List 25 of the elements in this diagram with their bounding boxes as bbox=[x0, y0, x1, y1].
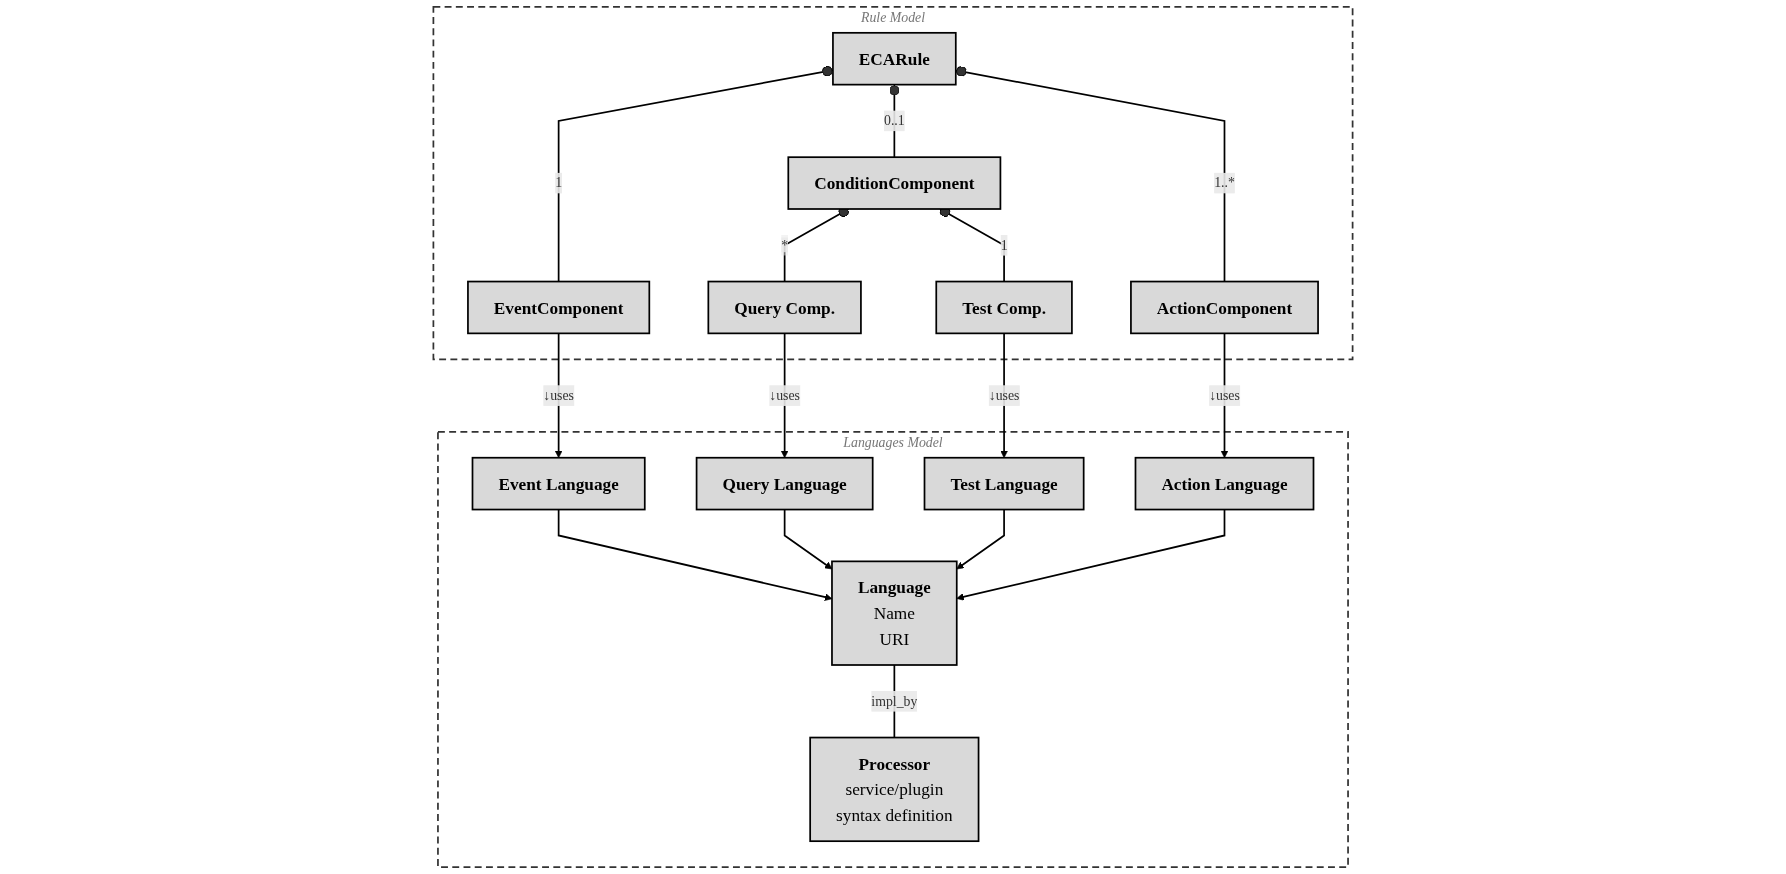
node-box: Event Language bbox=[471, 456, 646, 511]
node-box: Query Language bbox=[695, 456, 874, 511]
connector bbox=[889, 83, 900, 159]
edge-label: 1 bbox=[1000, 237, 1008, 253]
edge-label: ↓uses bbox=[1209, 387, 1240, 403]
node-box: Language Name URI bbox=[831, 560, 958, 666]
edge-label: ↓uses bbox=[769, 387, 800, 403]
node-box: ConditionComponent bbox=[787, 156, 1002, 210]
node-box: Test Comp. bbox=[935, 280, 1073, 335]
edge-label: 0..1 bbox=[884, 113, 905, 128]
node-box: Test Language bbox=[923, 456, 1085, 511]
node-box: EventComponent bbox=[467, 280, 651, 335]
node-box: Action Language bbox=[1134, 456, 1315, 511]
edge-label: impl_by bbox=[871, 693, 918, 709]
edge-label: 1..* bbox=[1214, 175, 1235, 190]
edge-label: ↓uses bbox=[988, 387, 1020, 403]
node-box: ECARule bbox=[832, 31, 957, 86]
node-box: Processor service/plugin syntax definition bbox=[809, 736, 980, 843]
edge-label: * bbox=[781, 237, 789, 253]
edge-label: ↓uses bbox=[543, 387, 574, 403]
node-box: ActionComponent bbox=[1130, 280, 1319, 335]
arrow bbox=[956, 508, 1226, 601]
node-box: Query Comp. bbox=[707, 280, 862, 335]
edge-label: 1 bbox=[555, 175, 563, 190]
arrow bbox=[956, 508, 1005, 570]
